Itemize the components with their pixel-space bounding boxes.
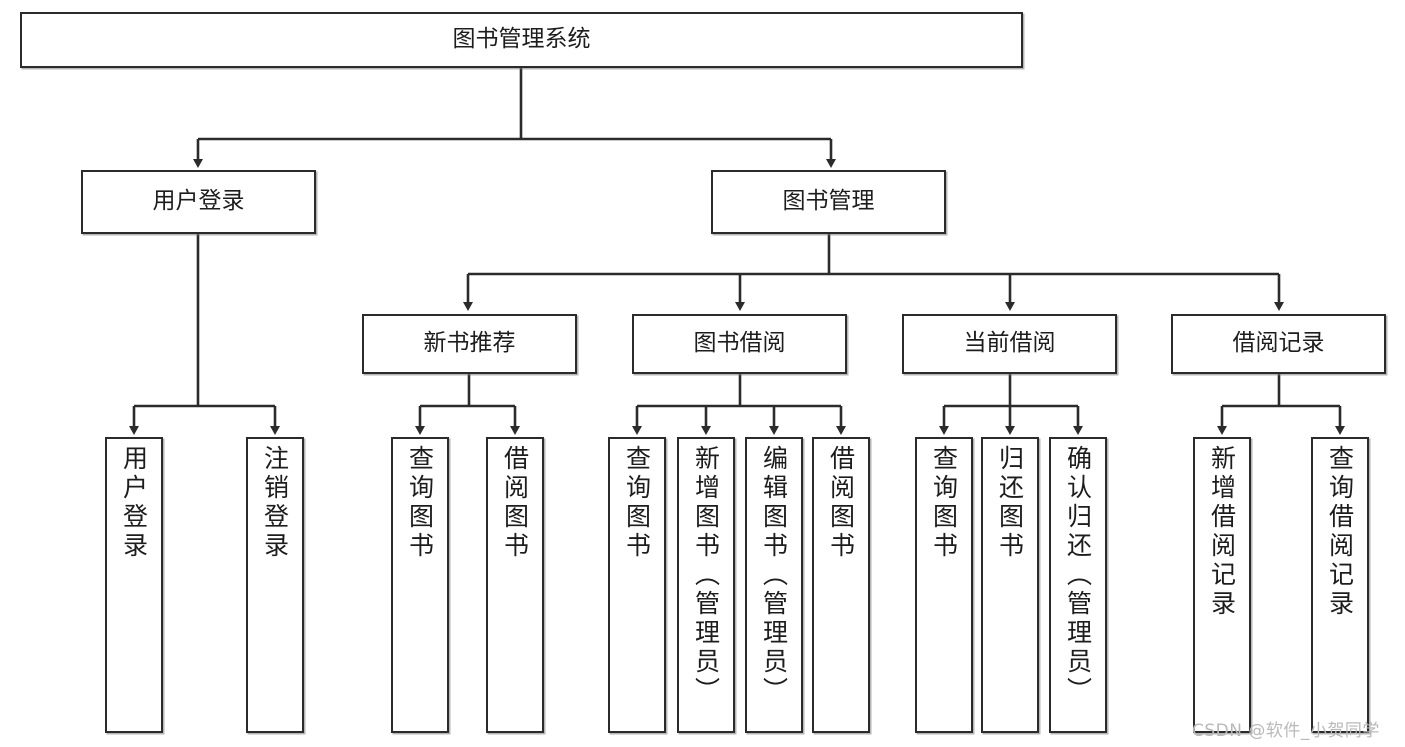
node-book-borrow[interactable]: 图书借阅 <box>632 314 847 374</box>
node-label: 查询图书 <box>622 445 652 561</box>
node-label: 归还图书 <box>995 445 1025 561</box>
node-label: 借阅记录 <box>1232 330 1325 357</box>
node-leaf-return-book[interactable]: 归还图书 <box>981 437 1039 733</box>
node-leaf-query-book-1[interactable]: 查询图书 <box>391 437 449 733</box>
node-root-book-management-system[interactable]: 图书管理系统 <box>20 12 1023 68</box>
node-label: 查询图书 <box>405 445 435 561</box>
node-borrow-record[interactable]: 借阅记录 <box>1171 314 1386 374</box>
node-label: 新书推荐 <box>423 330 516 357</box>
node-label: 用户登录 <box>119 445 149 561</box>
node-label: 编辑图书（管理员） <box>759 445 789 706</box>
node-leaf-logout[interactable]: 注销登录 <box>246 437 304 733</box>
node-leaf-borrow-book-2[interactable]: 借阅图书 <box>812 437 870 733</box>
node-current-borrow[interactable]: 当前借阅 <box>902 314 1117 374</box>
node-label: 当前借阅 <box>963 330 1056 357</box>
node-label: 借阅图书 <box>826 445 856 561</box>
node-label: 用户登录 <box>152 188 245 215</box>
node-leaf-user-login[interactable]: 用户登录 <box>105 437 163 733</box>
node-leaf-query-record[interactable]: 查询借阅记录 <box>1311 437 1369 733</box>
node-label: 注销登录 <box>260 445 290 561</box>
node-user-login[interactable]: 用户登录 <box>81 170 316 234</box>
node-label: 新增图书（管理员） <box>691 445 721 706</box>
node-leaf-add-record[interactable]: 新增借阅记录 <box>1193 437 1251 733</box>
node-leaf-borrow-book-1[interactable]: 借阅图书 <box>486 437 544 733</box>
node-label: 图书借阅 <box>693 330 786 357</box>
node-leaf-confirm-return[interactable]: 确认归还（管理员） <box>1049 437 1107 733</box>
node-label: 图书管理系统 <box>452 26 591 53</box>
node-book-manage[interactable]: 图书管理 <box>711 170 946 234</box>
node-leaf-query-book-3[interactable]: 查询图书 <box>915 437 973 733</box>
node-label: 新增借阅记录 <box>1207 445 1237 619</box>
node-leaf-add-book[interactable]: 新增图书（管理员） <box>677 437 735 733</box>
node-new-book-recommend[interactable]: 新书推荐 <box>362 314 577 374</box>
node-leaf-edit-book[interactable]: 编辑图书（管理员） <box>745 437 803 733</box>
node-label: 图书管理 <box>782 188 875 215</box>
node-label: 借阅图书 <box>500 445 530 561</box>
node-label: 确认归还（管理员） <box>1063 445 1093 706</box>
node-leaf-query-book-2[interactable]: 查询图书 <box>608 437 666 733</box>
node-label: 查询图书 <box>929 445 959 561</box>
node-label: 查询借阅记录 <box>1325 445 1355 619</box>
